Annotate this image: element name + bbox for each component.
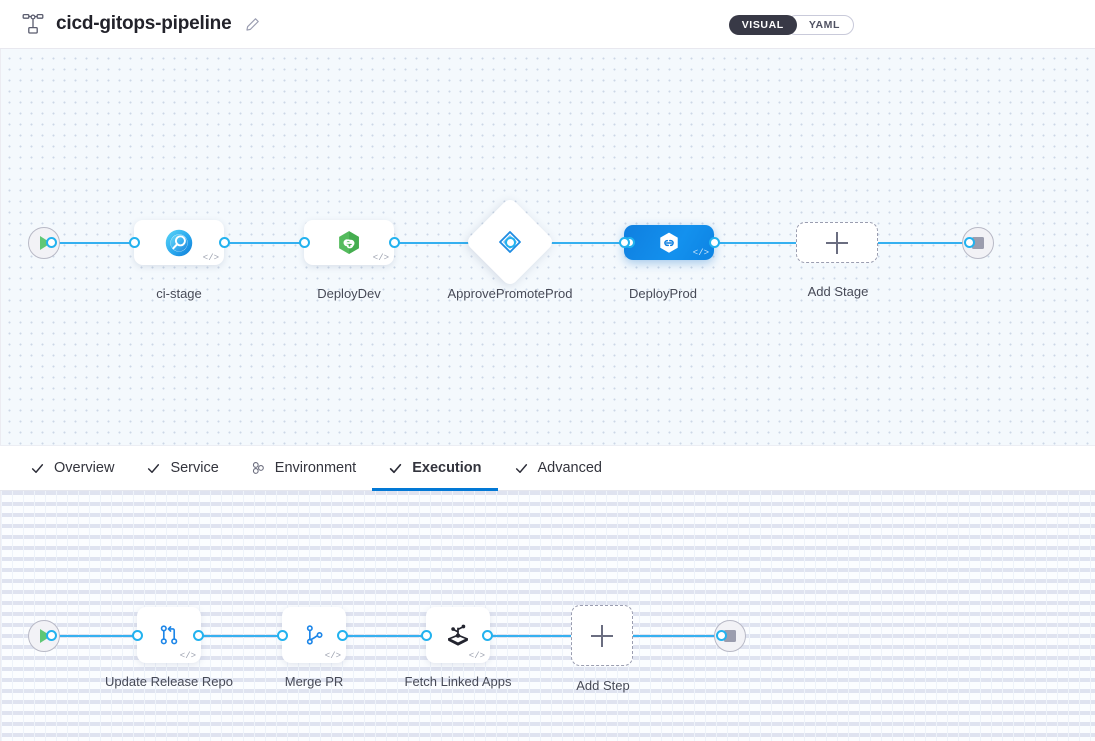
edge-deployprod-to-addstage (709, 242, 799, 244)
stage-node-ci-stage[interactable]: </> (134, 220, 224, 265)
port-deployprod-in[interactable] (619, 237, 630, 248)
edge-update-repo-to-merge-pr (197, 635, 293, 637)
add-stage-label: Add Stage (807, 284, 869, 299)
edge-deploydev-to-approve (393, 242, 506, 244)
toggle-visual[interactable]: VISUAL (728, 15, 797, 35)
check-icon (146, 461, 161, 476)
tab-label-advanced: Advanced (537, 460, 603, 476)
port-merge-pr-in[interactable] (277, 630, 288, 641)
step-label-merge-pr: Merge PR (284, 674, 344, 689)
step-node-update-release-repo[interactable]: </> (137, 607, 201, 663)
code-badge: </> (324, 651, 341, 661)
tab-label-service: Service (170, 460, 219, 476)
plus-icon (826, 231, 848, 254)
execution-steps-canvas[interactable]: </> Update Release Repo </> Merge PR (0, 491, 1095, 741)
tab-execution[interactable]: Execution (372, 446, 498, 491)
pipeline-start-node[interactable] (28, 227, 60, 259)
tab-label-overview: Overview (54, 460, 115, 476)
environment-icon (251, 461, 266, 476)
stage-label-ci-stage: ci-stage (156, 286, 202, 301)
port-exec-start-out[interactable] (46, 630, 57, 641)
add-step-button[interactable] (571, 605, 633, 666)
code-badge: </> (468, 651, 485, 661)
step-label-update-release-repo: Update Release Repo (105, 674, 233, 689)
pipeline-hierarchy-icon (22, 13, 44, 35)
port-exec-end-in[interactable] (716, 630, 727, 641)
add-stage-button[interactable] (796, 222, 878, 263)
code-badge: </> (179, 651, 196, 661)
stage-node-deploy-prod[interactable]: </> (624, 225, 714, 260)
page-header: cicd-gitops-pipeline VISUAL YAML (0, 0, 1095, 49)
port-deploydev-out[interactable] (389, 237, 400, 248)
play-icon (40, 629, 51, 643)
edge-addstage-to-end (877, 242, 969, 244)
tab-environment[interactable]: Environment (235, 446, 372, 490)
edge-fetch-apps-to-add-step (485, 635, 573, 637)
tab-advanced[interactable]: Advanced (498, 446, 619, 490)
git-merge-icon (306, 625, 323, 645)
ci-build-icon (165, 229, 193, 256)
pipeline-end-node[interactable] (962, 227, 994, 259)
port-merge-pr-out[interactable] (337, 630, 348, 641)
add-step-label: Add Step (576, 678, 630, 693)
check-icon (514, 461, 529, 476)
stage-label-deploy-dev: DeployDev (317, 286, 381, 301)
port-update-repo-in[interactable] (132, 630, 143, 641)
port-ci-in[interactable] (129, 237, 140, 248)
page-title: cicd-gitops-pipeline (56, 13, 232, 34)
port-update-repo-out[interactable] (193, 630, 204, 641)
port-fetch-apps-out[interactable] (482, 630, 493, 641)
port-approve-in[interactable] (505, 237, 516, 248)
port-fetch-apps-in[interactable] (421, 630, 432, 641)
stage-graph-canvas[interactable]: </> ci-stage </> DeployDev (0, 49, 1095, 445)
stage-config-tabs: Overview Service Environment Execution (0, 445, 1095, 491)
port-ci-out[interactable] (219, 237, 230, 248)
code-badge: </> (372, 253, 389, 263)
step-node-fetch-linked-apps[interactable]: </> (426, 607, 490, 663)
edge-start-to-ci (49, 242, 147, 244)
tab-label-environment: Environment (274, 460, 357, 476)
harness-fetch-icon (448, 624, 468, 646)
edge-add-step-to-end (632, 635, 725, 637)
stage-label-deploy-prod: DeployProd (629, 286, 697, 301)
port-end-in[interactable] (964, 237, 975, 248)
edge-ci-to-deploydev (223, 242, 326, 244)
plus-icon (591, 624, 613, 647)
tab-label-execution: Execution (412, 460, 482, 476)
git-update-repo-icon (160, 625, 178, 645)
stage-label-approve-promote-prod: ApprovePromoteProd (447, 286, 573, 301)
check-icon (388, 461, 403, 476)
code-badge: </> (692, 248, 709, 258)
stop-icon (724, 630, 736, 642)
view-mode-toggle[interactable]: VISUAL YAML (728, 15, 854, 35)
code-badge: </> (202, 253, 219, 263)
stop-icon (972, 237, 984, 249)
edge-start-to-update-repo (49, 635, 147, 637)
stage-node-deploy-dev[interactable]: </> (304, 220, 394, 265)
pencil-edit-icon[interactable] (245, 17, 260, 32)
cd-hexagon-icon (660, 232, 678, 253)
port-start-out[interactable] (46, 237, 57, 248)
cd-hexagon-icon (339, 230, 359, 254)
port-deployprod-out[interactable] (709, 237, 720, 248)
edge-merge-pr-to-fetch-apps (341, 635, 437, 637)
step-label-fetch-linked-apps: Fetch Linked Apps (404, 674, 512, 689)
check-icon (30, 461, 45, 476)
port-deploydev-in[interactable] (299, 237, 310, 248)
play-icon (40, 236, 51, 250)
step-node-merge-pr[interactable]: </> (282, 607, 346, 663)
edge-approve-to-deployprod (514, 242, 629, 244)
tab-service[interactable]: Service (130, 446, 234, 490)
tab-overview[interactable]: Overview (22, 446, 130, 490)
